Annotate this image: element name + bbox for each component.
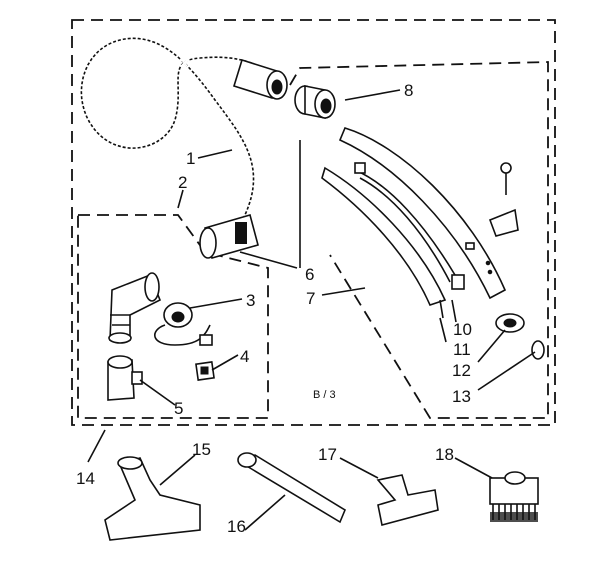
part-13-small-part xyxy=(531,340,545,360)
part-17-small-nozzle xyxy=(376,474,439,526)
part-11-screw xyxy=(439,299,444,319)
callout-16: 16 xyxy=(227,517,246,536)
callout-11: 11 xyxy=(453,340,471,359)
callout-1: 1 xyxy=(186,149,195,168)
callout-15: 15 xyxy=(192,440,211,459)
callout-6: 6 xyxy=(305,265,314,284)
part-8-coupling xyxy=(294,85,336,119)
outer-dashed-frame xyxy=(71,19,556,426)
page-reference: B / 3 xyxy=(313,389,336,401)
hose xyxy=(76,33,268,228)
callout-7: 7 xyxy=(306,289,315,308)
callout-3: 3 xyxy=(246,291,255,310)
part-16-crevice-tool xyxy=(237,452,347,524)
handle-upper xyxy=(338,127,507,300)
callout-2: 2 xyxy=(178,173,187,192)
handle-lower-with-wire xyxy=(321,162,465,306)
part-3-swivel-ring xyxy=(154,302,213,346)
part-18-brush xyxy=(489,471,539,522)
part-4-clip xyxy=(195,361,215,381)
callout-10: 10 xyxy=(453,320,472,339)
swivel-group-dashed-frame xyxy=(77,214,269,419)
callout-5: 5 xyxy=(174,399,183,418)
leader-lines xyxy=(87,89,536,531)
swivel-elbow xyxy=(108,272,162,344)
part-15-floor-tool xyxy=(104,456,201,541)
top-right-clip xyxy=(488,162,519,237)
callout-12: 12 xyxy=(452,361,471,380)
callout-18: 18 xyxy=(435,445,454,464)
callout-4: 4 xyxy=(240,347,249,366)
hose-cuff-bottom xyxy=(199,214,259,259)
callout-14: 14 xyxy=(76,469,95,488)
callout-17: 17 xyxy=(318,445,337,464)
part-12-switch xyxy=(495,313,525,333)
callout-8: 8 xyxy=(404,81,413,100)
wand-group-dashed-frame xyxy=(289,61,549,419)
hose-cuff-top xyxy=(233,58,288,100)
callout-13: 13 xyxy=(452,387,471,406)
part-5-cuff xyxy=(107,355,143,401)
